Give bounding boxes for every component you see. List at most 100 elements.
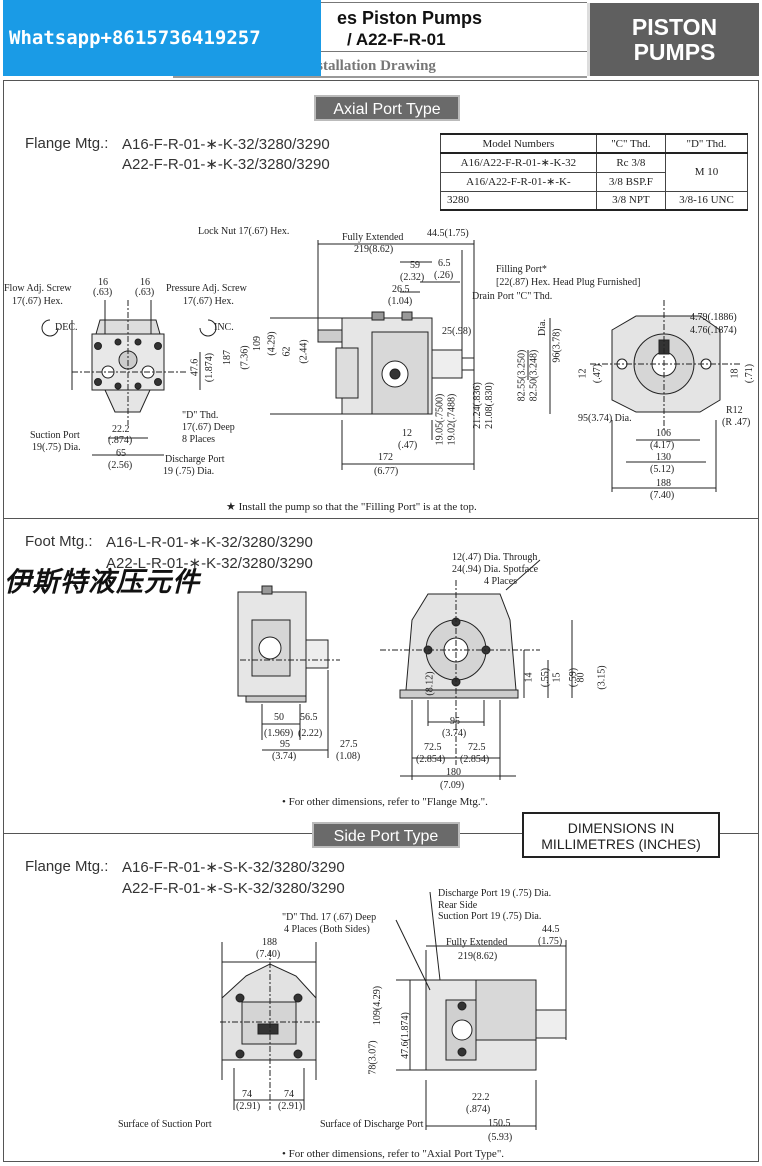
d-deep-label: 17(.67) Deep — [182, 422, 235, 433]
side-dim-44-5: 44.5 — [542, 924, 560, 935]
dim-172-in: (6.77) — [374, 466, 399, 477]
axial-port-tag: Axial Port Type — [314, 95, 460, 121]
filling-port-label: Filling Port* — [496, 264, 547, 275]
chinese-watermark: 伊斯特液压元件 — [4, 567, 200, 597]
side-discharge-label: Discharge Port 19 (.75) Dia. — [438, 888, 552, 899]
dim-59-in: (2.32) — [400, 272, 425, 283]
dim-16b-in: (.63) — [135, 287, 155, 298]
dim-180-in: (7.09) — [440, 780, 465, 791]
units-line1: DIMENSIONS IN — [567, 820, 675, 836]
dim-72-5a-in: (2.854) — [416, 754, 446, 765]
dim-26-5-in: (1.04) — [388, 296, 413, 307]
dim-106: 106 — [656, 428, 671, 439]
table-cell: 3/8 BSP.F — [595, 171, 666, 192]
dim-27-5-in: (1.08) — [336, 751, 361, 762]
dim-12-in: (.47) — [398, 440, 418, 451]
side-d-thd-label: "D" Thd. 17 (.67) Deep — [282, 912, 377, 923]
side-dim-219: 219(8.62) — [458, 951, 498, 962]
dim-56-5: 56.5 — [300, 712, 318, 723]
flow-adj-label: Flow Adj. Screw — [4, 283, 72, 294]
discharge-dia-label: 19 (.75) Dia. — [163, 466, 215, 477]
side-dim-44-5-in: (1.75) — [538, 936, 563, 947]
dim-180: 180 — [446, 767, 461, 778]
head-plug-label: [22(.87) Hex. Head Plug Furnished] — [496, 277, 641, 288]
header-subtitle: Installation Drawing — [303, 58, 436, 74]
foot-note: • For other dimensions, refer to "Flange… — [282, 796, 488, 808]
dim-130: 130 — [656, 452, 671, 463]
side-dim-74a-in: (2.91) — [236, 1101, 261, 1112]
axial-note-text: Install the pump so that the "Filling Po… — [238, 501, 477, 513]
header-area: es Piston Pumps / A22-F-R-01 Installatio… — [3, 0, 759, 80]
side-dim-150-5-in: (5.93) — [488, 1132, 513, 1143]
d-places-label: 8 Places — [182, 434, 216, 445]
dim-25: 25(.98) — [442, 326, 472, 337]
side-fully-extended-label: Fully Extended — [446, 937, 508, 948]
bullet-icon: • — [282, 1148, 286, 1160]
foot-flange-line1: A16-L-R-01-∗-K-32/3280/3290 — [106, 534, 313, 551]
dim-65-in: (2.56) — [108, 460, 133, 471]
side-note: • For other dimensions, refer to "Axial … — [282, 1148, 504, 1160]
side-dim-22-2: 22.2 — [472, 1092, 490, 1103]
axial-note: ★ Install the pump so that the "Filling … — [226, 500, 477, 513]
surface-suction-label: Surface of Suction Port — [118, 1119, 212, 1130]
dim-219: 219(8.62) — [354, 244, 394, 255]
side-flange-label: Flange Mtg.: — [25, 858, 109, 875]
suction-dia-label: 19(.75) Dia. — [32, 442, 81, 453]
lock-nut-label: Lock Nut 17(.67) Hex. — [198, 226, 290, 237]
dim-16a: 16 — [98, 277, 108, 288]
side-suction-label: Suction Port 19 (.75) Dia. — [438, 911, 542, 922]
side-dim-74b: 74 — [284, 1089, 294, 1100]
side-d-places-label: 4 Places (Both Sides) — [284, 924, 370, 935]
units-box: DIMENSIONS IN MILLIMETRES (INCHES) — [522, 812, 720, 858]
header-title-line1: es Piston Pumps — [337, 8, 483, 28]
dim-72-5a: 72.5 — [424, 742, 442, 753]
flow-hex-label: 17(.67) Hex. — [12, 296, 63, 307]
side-dim-188: 188 — [262, 937, 277, 948]
axial-side-view — [270, 240, 551, 470]
header-title-box — [173, 2, 587, 52]
dim-6-5: 6.5 — [438, 258, 451, 269]
side-dim-47-6: 47.6(1.874) — [399, 1012, 411, 1059]
fully-extended-label: Fully Extended — [342, 232, 404, 243]
surface-discharge-label: Surface of Discharge Port — [320, 1119, 424, 1130]
dim-95b-in: (3.74) — [442, 728, 467, 739]
axial-end-view — [590, 300, 740, 492]
dim-95b: 95 — [450, 716, 460, 727]
section-divider-foot — [3, 518, 759, 519]
discharge-port-label: Discharge Port — [165, 454, 225, 465]
suction-port-label: Suction Port — [30, 430, 80, 441]
side-dim-74b-in: (2.91) — [278, 1101, 303, 1112]
dim-130-in: (5.12) — [650, 464, 675, 475]
dim-16a-in: (.63) — [93, 287, 113, 298]
table-header-model: Model Numbers — [440, 133, 597, 154]
dim-95-in: (3.74) — [272, 751, 297, 762]
side-rear-side-label: Rear Side — [438, 900, 478, 911]
foot-flange-line2: A22-L-R-01-∗-K-32/3280/3290 — [106, 555, 313, 572]
foot-side-view — [237, 585, 340, 758]
side-dim-78: 78(3.07) — [367, 1040, 379, 1075]
drawing-frame — [3, 80, 759, 1162]
table-row: 3280 3/8 NPT 3/8-16 UNC — [440, 190, 749, 211]
side-port-tag: Side Port Type — [312, 822, 460, 848]
table-row: A16/A22-F-R-01-∗-K-32 Rc 3/8 M 10 — [440, 152, 749, 192]
table-header-c-thd: "C" Thd. — [595, 133, 666, 154]
side-dim-74a: 74 — [242, 1089, 252, 1100]
foot-note-text: For other dimensions, refer to "Flange M… — [288, 796, 488, 808]
dim-95: 95 — [280, 739, 290, 750]
dim-479b: 4.76(.1874) — [690, 325, 737, 336]
pressure-hex-label: 17(.67) Hex. — [183, 296, 234, 307]
side-side-view — [395, 891, 567, 1130]
whatsapp-watermark: Whatsapp+8615736419257 — [3, 0, 321, 76]
dim-22-2-in: (.874) — [108, 435, 133, 446]
dec-label: DEC. — [55, 322, 78, 333]
r12-label: R12 — [726, 405, 743, 416]
dim-27-5: 27.5 — [340, 739, 358, 750]
side-note-text: For other dimensions, refer to "Axial Po… — [288, 1148, 505, 1160]
dim-172: 172 — [378, 452, 393, 463]
table-header-d-thd: "D" Thd. — [664, 133, 749, 154]
inc-label: INC. — [214, 322, 234, 333]
dim-22-2: 22.2 — [112, 424, 130, 435]
axial-flange-line2: A22-F-R-01-∗-K-32/3280/3290 — [122, 156, 330, 173]
